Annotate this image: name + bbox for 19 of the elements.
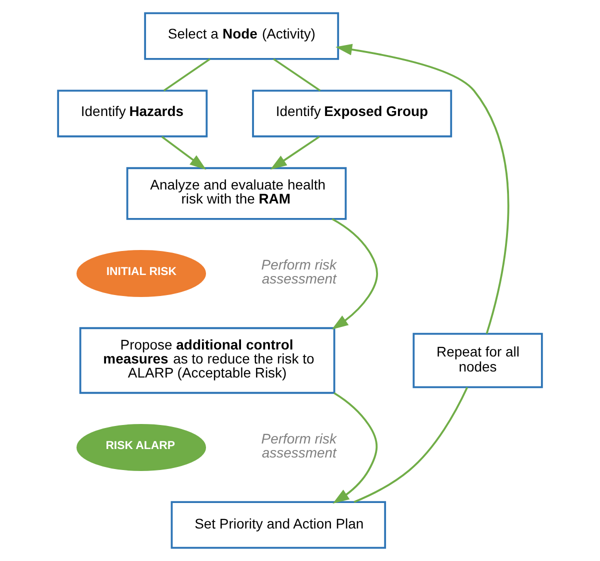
connector [163,58,211,92]
node-box: Identify Exposed Group [252,90,452,138]
label: Perform risk assessment [261,430,336,460]
label: Perform risk assessment [261,256,336,286]
node-box: Select a Node (Activity) [144,12,340,60]
node-box: Set Priority and Action Plan [170,501,386,549]
node-box: Identify Hazards [57,90,208,138]
arrow [332,392,378,504]
arrow [270,136,320,170]
connector [354,386,468,503]
arrow [332,218,378,330]
node-box: Repeat for all nodes [412,332,543,388]
connector [273,58,321,92]
node-box: Analyze and evaluate health risk with the RAM [126,167,347,220]
arrow [161,136,206,170]
node-ellipse: RISK ALARP [76,424,206,471]
arrow [336,44,510,334]
node-ellipse: INITIAL RISK [76,250,206,297]
node-box: Propose additional control measures as to reduce the risk to ALARP (Acceptable Risk) [79,327,336,394]
